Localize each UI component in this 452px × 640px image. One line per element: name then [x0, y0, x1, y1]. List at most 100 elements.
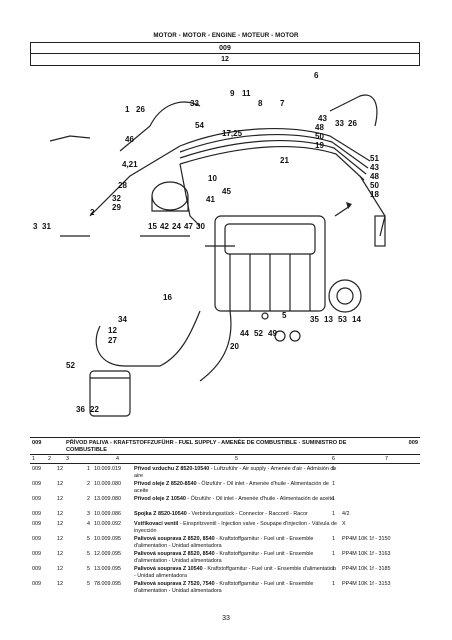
label-2: 2 [90, 208, 95, 217]
label-51: 4,21 [122, 160, 138, 169]
cell-description-translations: - Verbindungsstück - Connector - Raccord… [186, 511, 308, 517]
cell-subgroup: 12 [57, 521, 63, 527]
cell-description-translations: - Luftzuführ - Air supply - Amenée d'air… [134, 466, 337, 479]
cell-note: X [342, 521, 346, 527]
label-32: 32 [112, 194, 121, 203]
label-19: 19 [315, 141, 324, 150]
cell-quantity: 1 [332, 481, 335, 487]
cell-part-number: 10.009.095 [94, 536, 121, 542]
cell-subgroup: 12 [57, 466, 63, 472]
label-10: 10 [208, 174, 217, 183]
label-24: 24 [172, 222, 181, 231]
cell-subgroup: 12 [57, 551, 63, 557]
cell-note: PP4M 10K 1f - 3150 [342, 536, 391, 542]
col-4: 4 [116, 456, 119, 462]
cell-part-number: 13.009.095 [94, 566, 121, 572]
cell-group: 009 [32, 481, 41, 487]
cell-position: 5 [87, 536, 90, 542]
cell-description: Palivová souprava Z 8520, 8540 - Kraftst… [134, 551, 339, 564]
col-6: 6 [332, 456, 335, 462]
cell-description-translations: - Kraftstoffgarnitur - Fuel unit - Ensem… [134, 536, 314, 549]
cell-description: Vstřikovací ventil - Einspritzventil - I… [134, 521, 339, 534]
cell-position: 2 [87, 496, 90, 502]
cell-description-translations: - Einspritzventil - Injection valve - So… [134, 521, 337, 534]
cell-quantity: 1 [332, 551, 335, 557]
cell-description-czech: Přívod oleje Z 10540 [134, 496, 186, 502]
label-52-mid: 52 [254, 329, 263, 338]
cell-description-czech: Přívod oleje Z 8520-8540 [134, 481, 197, 487]
label-46: 46 [125, 135, 134, 144]
label-34: 34 [118, 315, 127, 324]
label-43-top: 43 [318, 114, 327, 123]
cell-note: 4/2 [342, 511, 350, 517]
cell-description-czech: Palivová souprava Z 10540 [134, 566, 203, 572]
cell-description: Přívod oleje Z 8520-8540 - Ölzuführ - Oi… [134, 481, 339, 494]
label-9: 9 [230, 89, 235, 98]
label-41: 41 [206, 195, 215, 204]
label-15: 15 [148, 222, 157, 231]
cell-description: Spojka Z 8520-10540 - Verbindungsstück -… [134, 511, 339, 518]
cell-note: PP4M 10K 1f - 3163 [342, 551, 391, 557]
label-44: 44 [240, 329, 249, 338]
label-21: 18 [370, 190, 379, 199]
label-53: 53 [338, 315, 347, 324]
section-header: 009 PŘÍVOD PALIVA - KRAFTSTOFFZUFÜHR - F… [30, 437, 420, 455]
cell-subgroup: 12 [57, 536, 63, 542]
cell-part-number: 10.009.019 [94, 466, 121, 472]
label-36: 36 [76, 405, 85, 414]
label-33-right: 33 [335, 119, 344, 128]
cell-description: Palivová souprava Z 7520, 7540 - Kraftst… [134, 581, 339, 594]
cell-note: PP4M 10K 1f - 3185 [342, 566, 391, 572]
label-29: 29 [112, 203, 121, 212]
cell-description-translations: - Ölzuführ - Oil inlet - Amenée d'huile … [134, 481, 329, 494]
label-3: 3 [33, 222, 38, 231]
cell-group: 009 [32, 551, 41, 557]
cell-description-czech: Palivová souprava Z 8520, 8540 [134, 536, 215, 542]
cell-description: Přívod oleje Z 10540 - Ölzuführ - Oil in… [134, 496, 339, 503]
col-1: 1 [32, 456, 35, 462]
cell-part-number: 13.009.080 [94, 496, 121, 502]
cell-description: Přívod vzduchu Z 8520-10540 - Luftzuführ… [134, 466, 339, 479]
cell-subgroup: 12 [57, 481, 63, 487]
cell-position: 2 [87, 481, 90, 487]
cell-quantity: 1 [332, 536, 335, 542]
column-number-row: 1 2 3 4 5 6 7 [30, 455, 420, 464]
cell-group: 009 [32, 521, 41, 527]
page-number: 33 [222, 615, 230, 622]
col-7: 7 [385, 456, 388, 462]
label-54: 54 [195, 121, 204, 130]
section-title: PŘÍVOD PALIVA - KRAFTSTOFFZUFÜHR - FUEL … [66, 440, 347, 453]
page-header-title: MOTOR - MOTOR - ENGINE - MOTEUR - MOTOR [153, 32, 299, 39]
label-28: 28 [118, 181, 127, 190]
cell-group: 009 [32, 536, 41, 542]
label-14: 14 [352, 315, 361, 324]
label-45: 45 [222, 187, 231, 196]
cell-group: 009 [32, 581, 41, 587]
cell-position: 3 [87, 511, 90, 517]
cell-part-number: 78.009.095 [94, 581, 121, 587]
cell-subgroup: 12 [57, 511, 63, 517]
label-52-bottom: 52 [66, 361, 75, 370]
cell-description-translations: - Kraftstoffgarnitur - Fuel unit - Ensem… [134, 566, 336, 579]
label-48-right: 43 [370, 163, 379, 172]
cell-group: 009 [32, 566, 41, 572]
label-27: 27 [108, 336, 117, 345]
subgroup-number-box: 12 [30, 54, 420, 66]
cell-description-czech: Palivová souprava Z 8520, 8540 [134, 551, 215, 557]
label-50-top: 50 [315, 132, 324, 141]
label-17-25: 17,25 [222, 129, 243, 138]
cell-part-number: 10.009.092 [94, 521, 121, 527]
label-11: 11 [242, 89, 251, 98]
cell-subgroup: 12 [57, 566, 63, 572]
label-48-top: 48 [315, 123, 324, 132]
label-18: 50 [370, 181, 379, 190]
label-12: 12 [108, 326, 117, 335]
label-4-21: 21 [280, 156, 289, 165]
label-42: 42 [160, 222, 169, 231]
col-3: 3 [66, 456, 69, 462]
label-16: 16 [163, 293, 172, 302]
cell-position: 5 [87, 551, 90, 557]
cell-group: 009 [32, 496, 41, 502]
label-33: 33 [190, 99, 199, 108]
cell-description-translations: - Ölzuführ - Oil inlet - Amenée d'huile … [185, 496, 334, 502]
